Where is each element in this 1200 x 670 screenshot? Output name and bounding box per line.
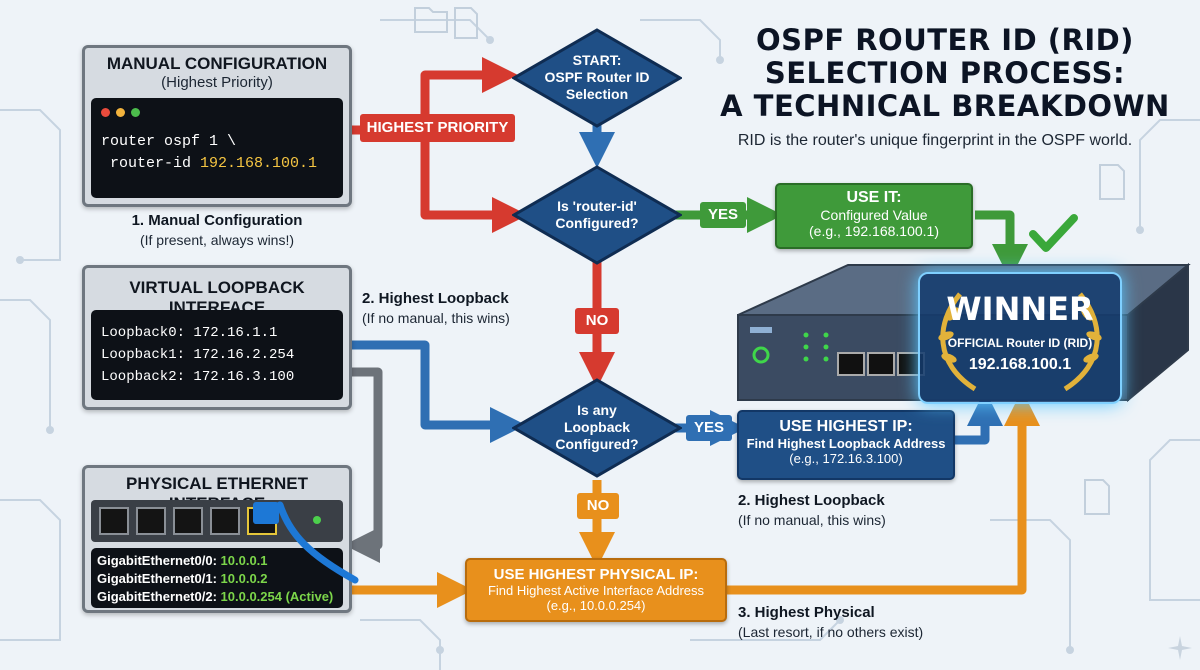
use-it-line-2: (e.g., 192.168.100.1) — [809, 223, 939, 239]
interface-ip: 10.0.0.254 (Active) — [220, 589, 334, 604]
manual-config-panel: MANUAL CONFIGURATION (Highest Priority) … — [82, 45, 352, 207]
checkmark-icon — [1029, 214, 1078, 252]
start-line-2: OSPF Router ID — [544, 69, 650, 85]
code-line-1: router ospf 1 \ — [101, 133, 237, 150]
no-tag-1: NO — [575, 308, 619, 334]
use-it-box: USE IT: Configured Value (e.g., 192.168.… — [775, 183, 973, 249]
interface-name: GigabitEthernet0/1: — [97, 571, 221, 586]
loopback-label-upper: 2. Highest Loopback — [362, 290, 509, 307]
decision-loopback-text: Is any Loopback Configured? — [532, 402, 662, 453]
manual-config-header: MANUAL CONFIGURATION — [106, 54, 328, 73]
laurel-wreath-icon — [938, 292, 1102, 392]
loopback-label-lower: 2. Highest Loopback — [738, 492, 885, 509]
winner-title: WINNER — [946, 290, 1094, 328]
blue-cable-icon — [276, 501, 359, 584]
manual-config-caption: 1. Manual Configuration — [131, 212, 303, 229]
use-highest-ip-title: USE HIGHEST IP: — [779, 418, 913, 435]
ethernet-port-icon — [99, 507, 129, 535]
physical-terminal: GigabitEthernet0/0: 10.0.0.1 GigabitEthe… — [91, 548, 343, 608]
decision1-line-1: Is 'router-id' — [557, 198, 637, 214]
loopback-line: Loopback1: 172.16.2.254 — [101, 347, 295, 363]
physical-line: GigabitEthernet0/0: 10.0.0.1 — [97, 552, 337, 570]
title-subtitle: RID is the router's unique fingerprint i… — [737, 132, 1133, 149]
interface-ip: 10.0.0.1 — [220, 553, 268, 568]
maximize-dot-icon — [131, 108, 140, 117]
yes-tag-2: YES — [686, 415, 732, 441]
start-diamond — [512, 28, 682, 128]
terminal-window-dots — [101, 108, 333, 117]
manual-config-terminal: router ospf 1 \ router-id 192.168.100.1 — [91, 98, 343, 198]
ethernet-port-strip — [91, 500, 343, 542]
ethernet-port-icon — [210, 507, 240, 535]
decision-router-id-text: Is 'router-id' Configured? — [532, 198, 662, 232]
decision2-line-1: Is any — [577, 402, 617, 418]
sparkle-icon — [1168, 636, 1192, 660]
physical-line: GigabitEthernet0/1: 10.0.0.2 — [97, 570, 337, 588]
start-line-1: START: — [572, 52, 622, 68]
use-highest-ip-line-1: Find Highest Loopback Address — [746, 436, 946, 451]
use-physical-line-1: Find Highest Active Interface Address — [487, 583, 705, 598]
decision2-line-3: Configured? — [555, 436, 639, 452]
loopback-label-upper-sub: (If no manual, this wins) — [362, 310, 510, 326]
decision2-line-2: Loopback — [563, 419, 631, 435]
ethernet-port-icon — [173, 507, 203, 535]
decision-router-id-diamond — [512, 165, 682, 265]
no-tag-2: NO — [577, 493, 619, 519]
winner-line-1: OFFICIAL Router ID (RID) — [947, 336, 1093, 350]
physical-panel: PHYSICAL ETHERNET INTERFACE GigabitEther… — [82, 465, 352, 613]
start-line-3: Selection — [565, 86, 629, 102]
loopback-line: Loopback0: 172.16.1.1 — [101, 325, 278, 341]
ethernet-cable-icon — [253, 502, 279, 524]
winner-badge: WINNER OFFICIAL Router ID (RID) 192.168.… — [918, 272, 1122, 404]
close-dot-icon — [101, 108, 110, 117]
loopback-label-lower-sub: (If no manual, this wins) — [738, 512, 886, 528]
use-physical-ip-box: USE HIGHEST PHYSICAL IP: Find Highest Ac… — [465, 558, 727, 622]
use-physical-line-2: (e.g., 10.0.0.254) — [546, 598, 646, 613]
interface-name: GigabitEthernet0/2: — [97, 589, 221, 604]
manual-config-subheader: (Highest Priority) — [161, 74, 273, 91]
decision-loopback-diamond — [512, 378, 682, 478]
code-router-id-ip: 192.168.100.1 — [200, 155, 318, 172]
code-line-2-prefix: router-id — [101, 155, 201, 172]
use-highest-ip-line-2: (e.g., 172.16.3.100) — [789, 451, 903, 466]
interface-ip: 10.0.0.2 — [220, 571, 268, 586]
link-led-icon — [313, 516, 321, 524]
physical-label-sub: (Last resort, if no others exist) — [738, 624, 924, 640]
winner-rid-value: 192.168.100.1 — [968, 356, 1072, 373]
manual-config-caption-sub: (If present, always wins!) — [139, 232, 295, 248]
use-physical-title: USE HIGHEST PHYSICAL IP: — [493, 566, 699, 583]
physical-line: GigabitEthernet0/2: 10.0.0.254 (Active) — [97, 588, 337, 606]
use-it-line-1: Configured Value — [820, 207, 928, 223]
use-highest-ip-box: USE HIGHEST IP: Find Highest Loopback Ad… — [737, 410, 955, 480]
title-line-1: OSPF ROUTER ID (RID) — [756, 23, 1134, 57]
minimize-dot-icon — [116, 108, 125, 117]
title-line-3: A TECHNICAL BREAKDOWN — [720, 89, 1170, 123]
use-it-title: USE IT: — [846, 189, 902, 206]
loopback-panel: VIRTUAL LOOPBACK INTERFACE Loopback0: 17… — [82, 265, 352, 410]
ethernet-port-icon — [136, 507, 166, 535]
highest-priority-tag: HIGHEST PRIORITY — [360, 114, 515, 142]
loopback-line: Loopback2: 172.16.3.100 — [101, 369, 295, 385]
code-line-2: router-id 192.168.100.1 — [101, 153, 333, 175]
yes-tag-1: YES — [700, 202, 746, 228]
title-line-2: SELECTION PROCESS: — [764, 56, 1126, 90]
interface-name: GigabitEthernet0/0: — [97, 553, 221, 568]
start-text: START: OSPF Router ID Selection — [532, 52, 662, 103]
loopback-terminal: Loopback0: 172.16.1.1 Loopback1: 172.16.… — [91, 310, 343, 400]
physical-label: 3. Highest Physical — [738, 604, 875, 621]
decision1-line-2: Configured? — [555, 215, 639, 231]
